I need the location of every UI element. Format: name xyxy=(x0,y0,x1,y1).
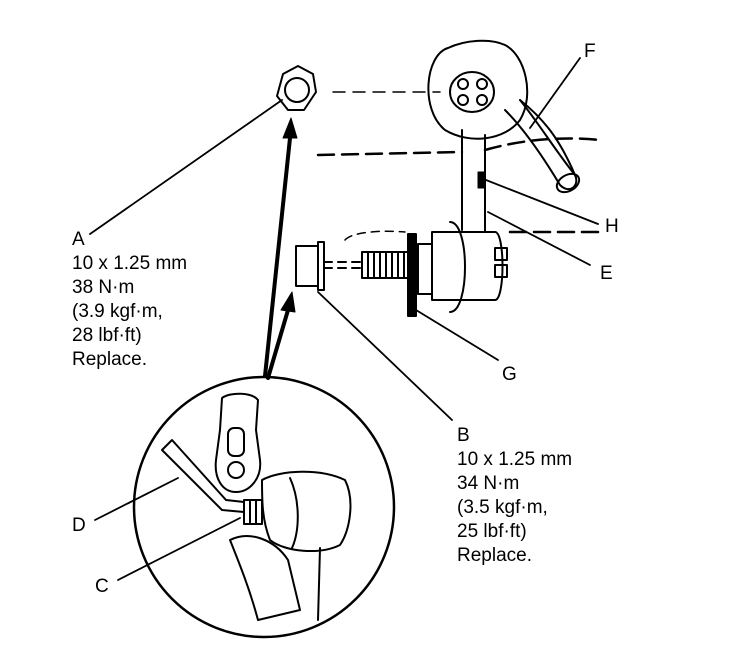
callout-a-torque-lbf: 28 lbf·ft) xyxy=(72,325,142,346)
leader-h xyxy=(485,179,599,225)
nut-a xyxy=(276,65,317,111)
leader-e xyxy=(487,211,591,266)
label-h: H xyxy=(605,216,619,237)
leader-d xyxy=(94,477,179,521)
ball-joint-housing xyxy=(427,39,581,233)
arrowhead-nut xyxy=(282,117,298,139)
label-d: D xyxy=(72,515,86,536)
callout-a-size: 10 x 1.25 mm xyxy=(72,253,188,274)
callout-a-note: Replace. xyxy=(72,349,147,370)
callout-b-torque-nm: 34 N·m xyxy=(457,473,520,494)
arrow-to-bolt xyxy=(266,308,290,380)
label-g: G xyxy=(502,364,517,385)
callout-b: B 10 x 1.25 mm 34 N·m (3.5 kgf·m, 25 lbf… xyxy=(457,424,572,568)
callout-a-torque-kgf: (3.9 kgf·m, xyxy=(72,301,163,322)
dashed-arc xyxy=(344,230,406,241)
detail-inset-circle xyxy=(132,375,396,639)
callout-b-size: 10 x 1.25 mm xyxy=(457,449,573,470)
knuckle-assembly xyxy=(295,221,508,317)
arrow-to-nut xyxy=(263,136,292,378)
label-e: E xyxy=(600,263,613,284)
leader-b xyxy=(317,291,453,421)
leader-a xyxy=(89,99,283,235)
label-c: C xyxy=(95,576,109,597)
callout-b-torque-kgf: (3.5 kgf·m, xyxy=(457,497,548,518)
callout-b-letter: B xyxy=(457,425,470,446)
callout-a-torque-nm: 38 N·m xyxy=(72,277,135,298)
arrowhead-bolt xyxy=(280,291,296,313)
leader-f xyxy=(529,57,581,129)
inset-detail xyxy=(161,392,352,621)
leader-c xyxy=(117,517,241,581)
callout-a: A 10 x 1.25 mm 38 N·m (3.9 kgf·m, 28 lbf… xyxy=(72,228,187,372)
dashed-line-upper xyxy=(316,150,464,157)
label-f: F xyxy=(584,41,596,62)
dashed-line-curve xyxy=(483,137,602,152)
callout-b-torque-lbf: 25 lbf·ft) xyxy=(457,521,527,542)
callout-b-note: Replace. xyxy=(457,545,532,566)
leader-g xyxy=(415,309,499,361)
part-h-clip xyxy=(477,171,486,189)
callout-a-letter: A xyxy=(72,229,85,250)
